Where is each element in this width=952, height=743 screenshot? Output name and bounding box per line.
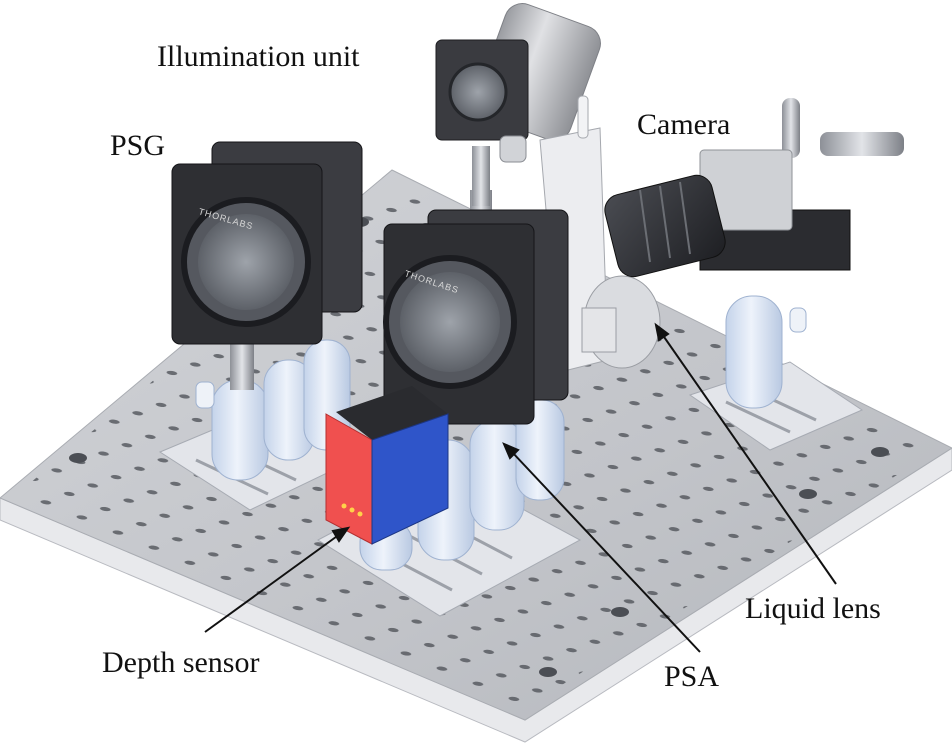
post-holder xyxy=(725,295,783,409)
arrowhead-psa xyxy=(502,442,520,460)
depth-sensor-side xyxy=(371,413,449,545)
bracket-pin xyxy=(577,95,589,139)
lens-focus-ring-ticks xyxy=(639,181,691,263)
depth-sensor xyxy=(325,386,449,545)
label-psg: PSG xyxy=(110,129,166,162)
stage-knob xyxy=(782,98,800,158)
label-psa: PSA xyxy=(664,660,720,693)
liquid-lens-assembly xyxy=(539,95,661,373)
label-camera: Camera xyxy=(637,108,731,141)
label-illumination-unit: Illumination unit xyxy=(157,40,360,73)
label-depth-sensor: Depth sensor xyxy=(102,646,260,679)
leader-arrows xyxy=(204,322,837,653)
illumination-post xyxy=(472,146,490,206)
lens-clamp xyxy=(581,307,617,353)
arrowhead-liquid-lens xyxy=(654,322,670,342)
psg-aperture-inner xyxy=(198,214,294,310)
arrowhead-depth-sensor xyxy=(331,526,351,543)
psg-mounts: THORLABS xyxy=(171,141,363,345)
illumination-unit xyxy=(435,3,601,206)
micrometer xyxy=(820,132,904,156)
lamp-connector xyxy=(499,135,527,163)
psa-mounts: THORLABS xyxy=(383,209,569,425)
depth-sensor-top xyxy=(336,386,448,440)
large-mounting-holes xyxy=(69,217,889,677)
lamp-lens xyxy=(448,62,508,122)
psa-aperture-inner xyxy=(400,272,500,372)
post-holder-thumbscrews xyxy=(195,307,807,409)
camera-assembly xyxy=(604,98,904,278)
arrow-psa xyxy=(511,451,701,653)
arrow-depth-sensor xyxy=(204,533,341,633)
arrow-liquid-lens xyxy=(661,333,837,585)
post-holder xyxy=(211,379,269,481)
label-liquid-lens: Liquid lens xyxy=(745,592,881,625)
depth-sensor-indicators xyxy=(341,503,363,517)
